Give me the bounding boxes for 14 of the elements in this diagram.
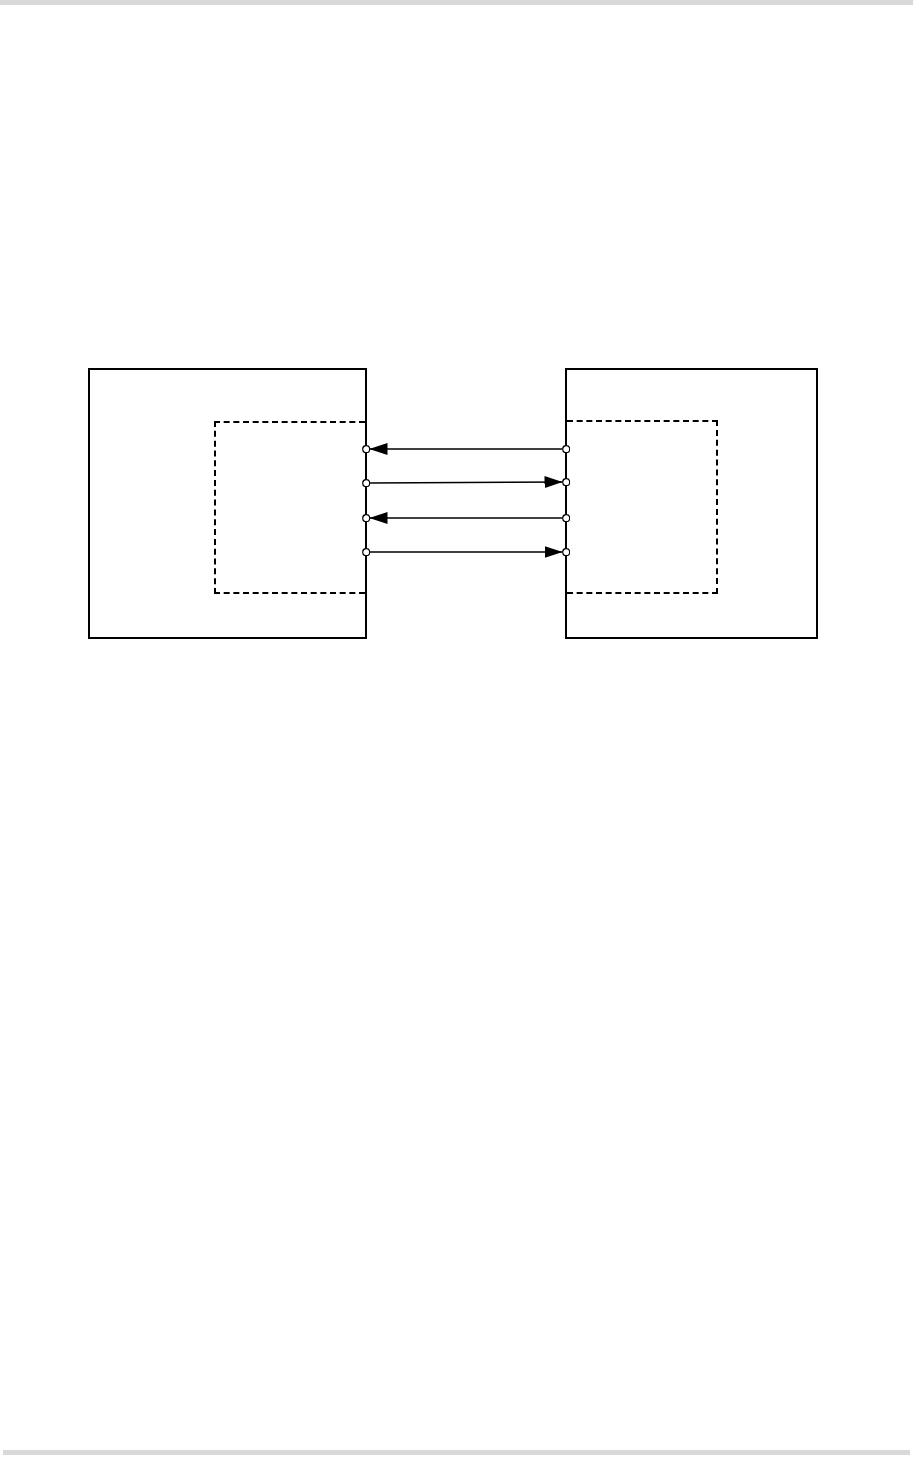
connection-pin (561, 477, 571, 487)
connection-pin (361, 513, 371, 523)
block-frame (565, 368, 818, 639)
arrow (368, 512, 564, 524)
connection-pin (361, 478, 371, 488)
arrow (368, 443, 564, 455)
connection-pin (561, 444, 571, 454)
block-frame (88, 368, 367, 639)
connection-pin (361, 444, 371, 454)
connection-pin (361, 547, 371, 557)
arrow (368, 546, 564, 558)
arrow (368, 476, 564, 489)
connection-pin (561, 513, 571, 523)
connection-pin (561, 547, 571, 557)
